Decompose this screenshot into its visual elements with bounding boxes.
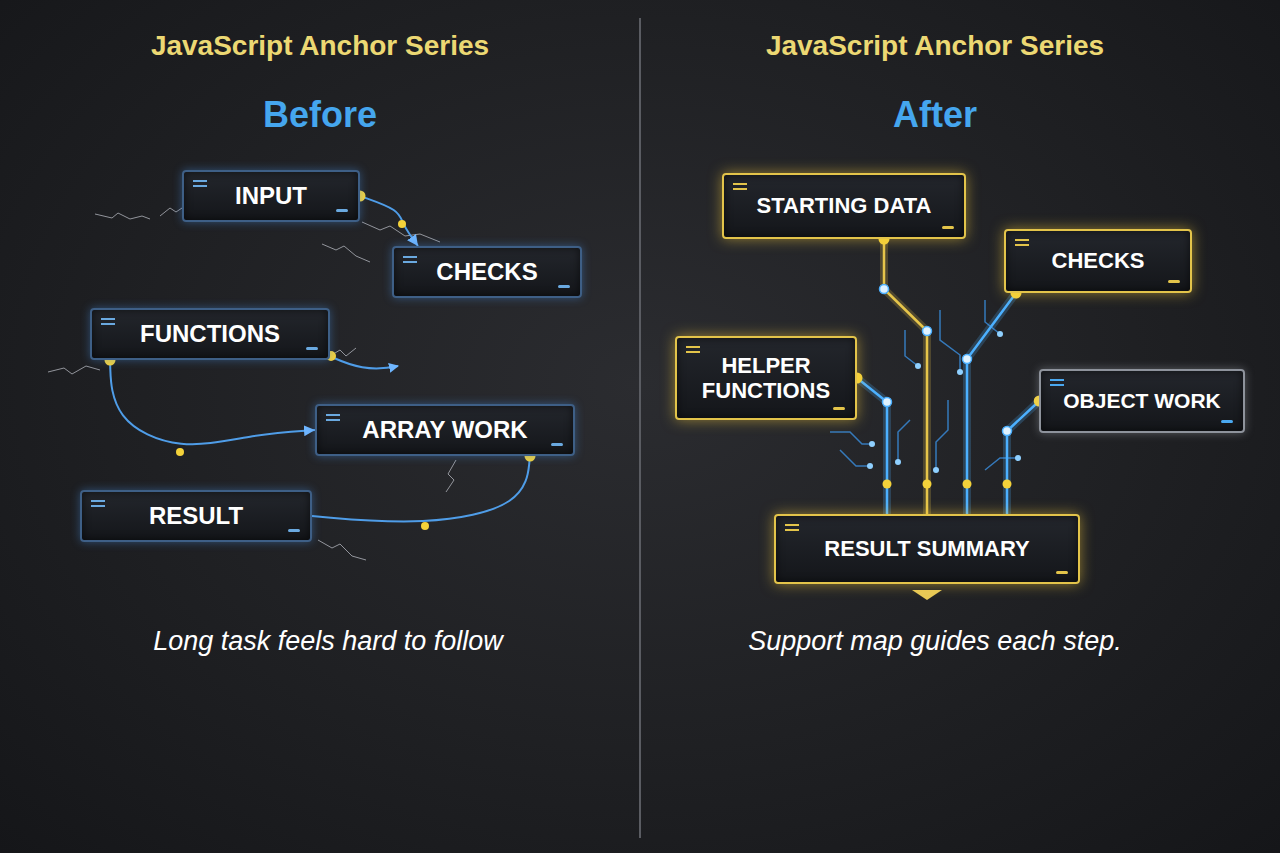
box-mark [686,346,700,353]
joint-dot [923,327,932,336]
process-box: HELPER FUNCTIONS [675,336,857,420]
panel-caption: Support map guides each step. [748,626,1122,657]
box-mark [288,529,300,532]
joint-dot [963,355,972,364]
box-mark [91,500,105,507]
connector-glow [967,293,1016,514]
box-mark [942,226,954,229]
caption-rule [730,669,1140,671]
box-mark [336,209,348,212]
box-mark [733,183,747,190]
series-heading: JavaScript Anchor Series [151,30,489,62]
caption-rule [120,669,540,671]
joint-dot [963,480,972,489]
process-box: RESULT SUMMARY [774,514,1080,584]
box-mark [558,285,570,288]
box-mark [1168,280,1180,283]
box-mark [785,524,799,531]
connector-glow [857,378,887,514]
process-box: INPUT [182,170,360,222]
box-mark [551,443,563,446]
process-box: CHECKS [392,246,582,298]
connector [857,378,887,514]
joint-dot [880,285,889,294]
pointer-tip [912,590,942,600]
box-mark [1056,571,1068,574]
process-box: CHECKS [1004,229,1192,293]
panel-divider [639,18,641,838]
joint-dot [883,398,892,407]
box-mark [403,256,417,263]
box-label: CHECKS [436,258,537,286]
box-label: RESULT [149,502,243,530]
joint-dot [883,480,892,489]
box-mark [833,407,845,410]
heading-rule [40,79,600,81]
joint-dot [421,522,429,530]
joint-dot [398,220,406,228]
joint-dot [176,448,184,456]
box-label: CHECKS [1052,248,1145,273]
box-label: RESULT SUMMARY [824,536,1029,561]
box-label: INPUT [235,182,307,210]
box-label: FUNCTIONS [140,320,280,348]
panel-heading: Before [263,94,377,136]
box-label: OBJECT WORK [1063,389,1221,413]
connector [312,456,530,521]
box-label: ARRAY WORK [362,416,527,444]
connector [1007,401,1039,514]
stray-arrow [334,358,398,368]
panel-heading: After [893,94,977,136]
process-box: ARRAY WORK [315,404,575,456]
box-mark [1050,379,1064,386]
box-mark [1015,239,1029,246]
connector [967,293,1016,514]
joint-dot [923,480,932,489]
box-mark [1221,420,1233,423]
process-box: STARTING DATA [722,173,966,239]
connector [360,196,418,246]
box-mark [101,318,115,325]
box-label: HELPER FUNCTIONS [691,353,841,404]
box-label: STARTING DATA [757,193,932,218]
box-mark [193,180,207,187]
process-box: OBJECT WORK [1039,369,1245,433]
connector-glow [1007,401,1039,514]
series-heading: JavaScript Anchor Series [766,30,1104,62]
connector [110,360,315,444]
joint-dot [1003,427,1012,436]
box-mark [326,414,340,421]
process-box: FUNCTIONS [90,308,330,360]
process-box: RESULT [80,490,312,542]
panel-caption: Long task feels hard to follow [153,626,503,657]
box-mark [306,347,318,350]
heading-rule [680,79,1240,81]
joint-dot [1003,480,1012,489]
